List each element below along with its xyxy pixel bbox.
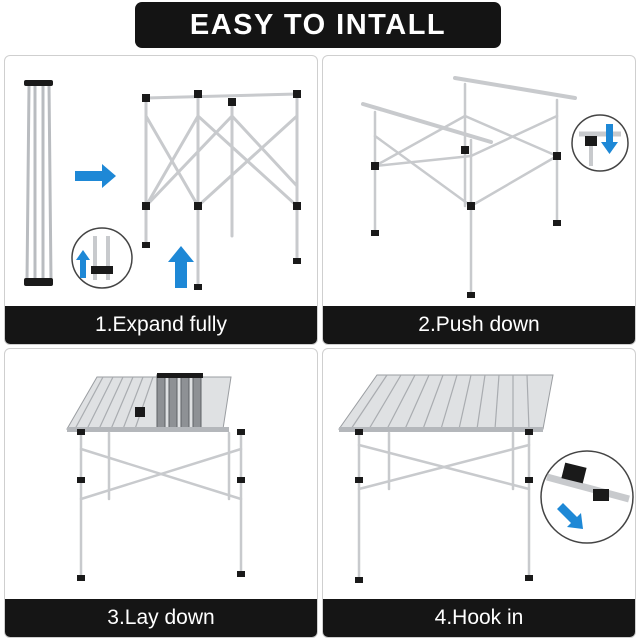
arrow-down-icon [601,124,618,154]
expand-detail-inset [71,227,133,289]
arrow-right-icon [75,164,116,188]
push-down-detail-inset [571,114,629,172]
step-3-caption: 3.Lay down [5,599,317,637]
tabletop-lay-down-illustration [66,373,245,581]
header-title: EASY TO INTALL [189,8,447,41]
step-2-caption: 2.Push down [323,306,635,344]
step-1-panel: 1.Expand fully [4,55,318,345]
arrow-up-icon [168,246,194,288]
step-4-panel: 4.Hook in [322,348,636,638]
step-4-caption: 4.Hook in [323,599,635,637]
step-2-panel: 2.Push down [322,55,636,345]
header-banner: EASY TO INTALL [135,2,501,48]
frame-push-down-illustration [361,76,629,298]
hook-in-detail-inset [540,450,634,544]
arrow-down-right-icon [557,503,583,529]
folded-frame-illustration [24,80,301,290]
step-1-caption: 1.Expand fully [5,306,317,344]
tabletop-hook-in-illustration [338,374,634,583]
step-3-panel: 3.Lay down [4,348,318,638]
